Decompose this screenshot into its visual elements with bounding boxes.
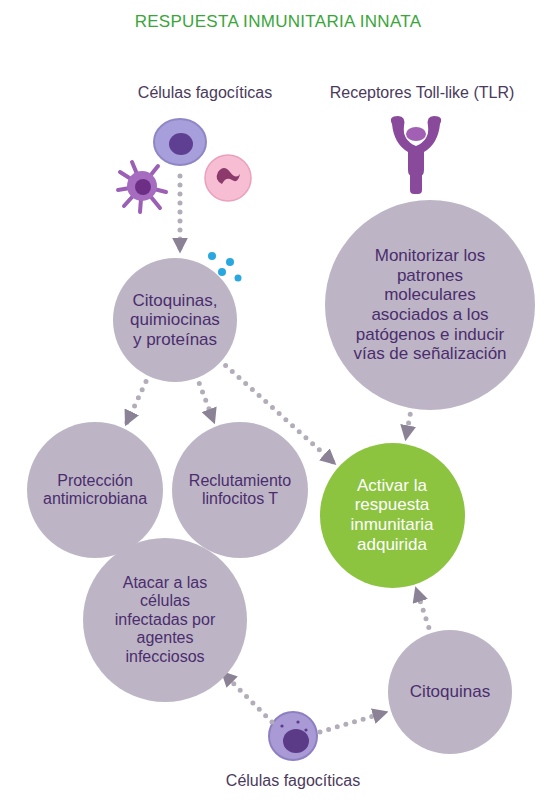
circle-node: Activar la respuesta inmunitaria adquiri… (320, 443, 465, 588)
leader-arrow (320, 712, 387, 732)
node-text: Monitorizar los patrones moleculares aso… (350, 246, 510, 363)
dotted-connector (406, 414, 411, 440)
cell-label: Células fagocíticas (138, 84, 272, 102)
node-text: Protección antimicrobiana (43, 472, 147, 509)
node-text: Atacar a las células infectadas por agen… (104, 574, 227, 666)
circle-node: Protección antimicrobiana (27, 422, 163, 558)
leader-arrow (178, 176, 183, 252)
node-text: Citoquinas (403, 682, 497, 702)
diagram-title: RESPUESTA INMUNITARIA INNATA (0, 12, 556, 32)
circle-shape (27, 422, 163, 558)
phagocyte-cell (269, 712, 317, 760)
circle-node: Monitorizar los patrones moleculares aso… (325, 200, 535, 410)
circle-shape (320, 443, 465, 588)
dendritic-cell (118, 162, 166, 212)
circle-shape (113, 258, 237, 382)
cell-label: Receptores Toll-like (TLR) (330, 84, 515, 102)
circle-shape (388, 630, 512, 754)
circle-node: Atacar a las células infectadas por agen… (83, 538, 247, 702)
macrophage-cell (154, 119, 206, 165)
dotted-connector (416, 588, 429, 628)
circle-node: Citoquinas, quimiocinas y proteínas (113, 258, 237, 382)
neutrophil-cell (205, 155, 251, 201)
cell-label: Células fagocíticas (226, 772, 360, 790)
dotted-connector (126, 382, 146, 425)
node-text: Activar la respuesta inmunitaria adquiri… (337, 476, 447, 554)
leader-arrow (222, 672, 272, 722)
node-text: Reclutamiento linfocitos T (189, 472, 292, 509)
node-text: Citoquinas, quimiocinas y proteínas (128, 291, 222, 350)
tlr-receptor (391, 116, 441, 194)
circle-shape (83, 538, 247, 702)
dotted-connector (199, 384, 214, 423)
circle-node: Reclutamiento linfocitos T (172, 422, 308, 558)
circle-shape (172, 422, 308, 558)
circle-shape (325, 200, 535, 410)
circle-node: Citoquinas (388, 630, 512, 754)
